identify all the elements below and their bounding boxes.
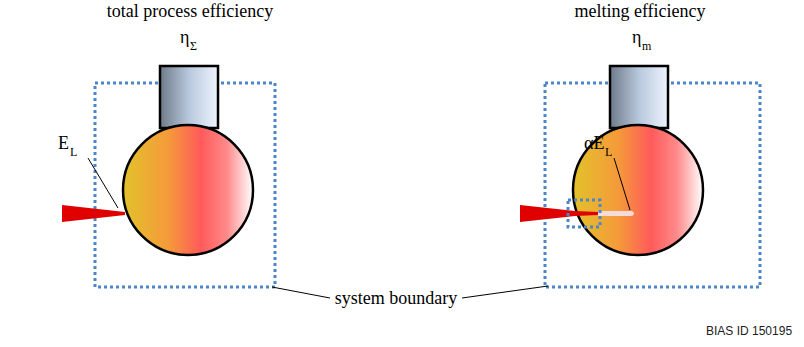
- subscript: L: [70, 146, 77, 159]
- leader-line: [272, 287, 330, 298]
- neck: [610, 66, 668, 128]
- symbol: E: [58, 134, 69, 154]
- symbol: αE: [584, 134, 604, 154]
- system-boundary: [568, 200, 600, 227]
- symbol: η: [180, 28, 189, 48]
- neck: [160, 66, 218, 128]
- callout-label: system boundary: [335, 289, 457, 309]
- subscript: Σ: [190, 40, 197, 53]
- laser-beam: [62, 205, 125, 222]
- leader-line: [614, 158, 630, 210]
- keyhole: [598, 211, 634, 216]
- leader-line: [88, 158, 118, 208]
- id-note: BIAS ID 150195: [706, 325, 792, 338]
- laser-beam: [575, 211, 598, 216]
- symbol: η: [632, 28, 641, 48]
- melt-pool: [573, 125, 703, 255]
- melt-pool: [123, 125, 253, 255]
- panel-title: total process efficiency: [107, 2, 274, 22]
- panel-title: melting efficiency: [574, 2, 705, 22]
- subscript: m: [642, 40, 651, 53]
- subscript: L: [605, 146, 612, 159]
- leader-line: [462, 286, 548, 298]
